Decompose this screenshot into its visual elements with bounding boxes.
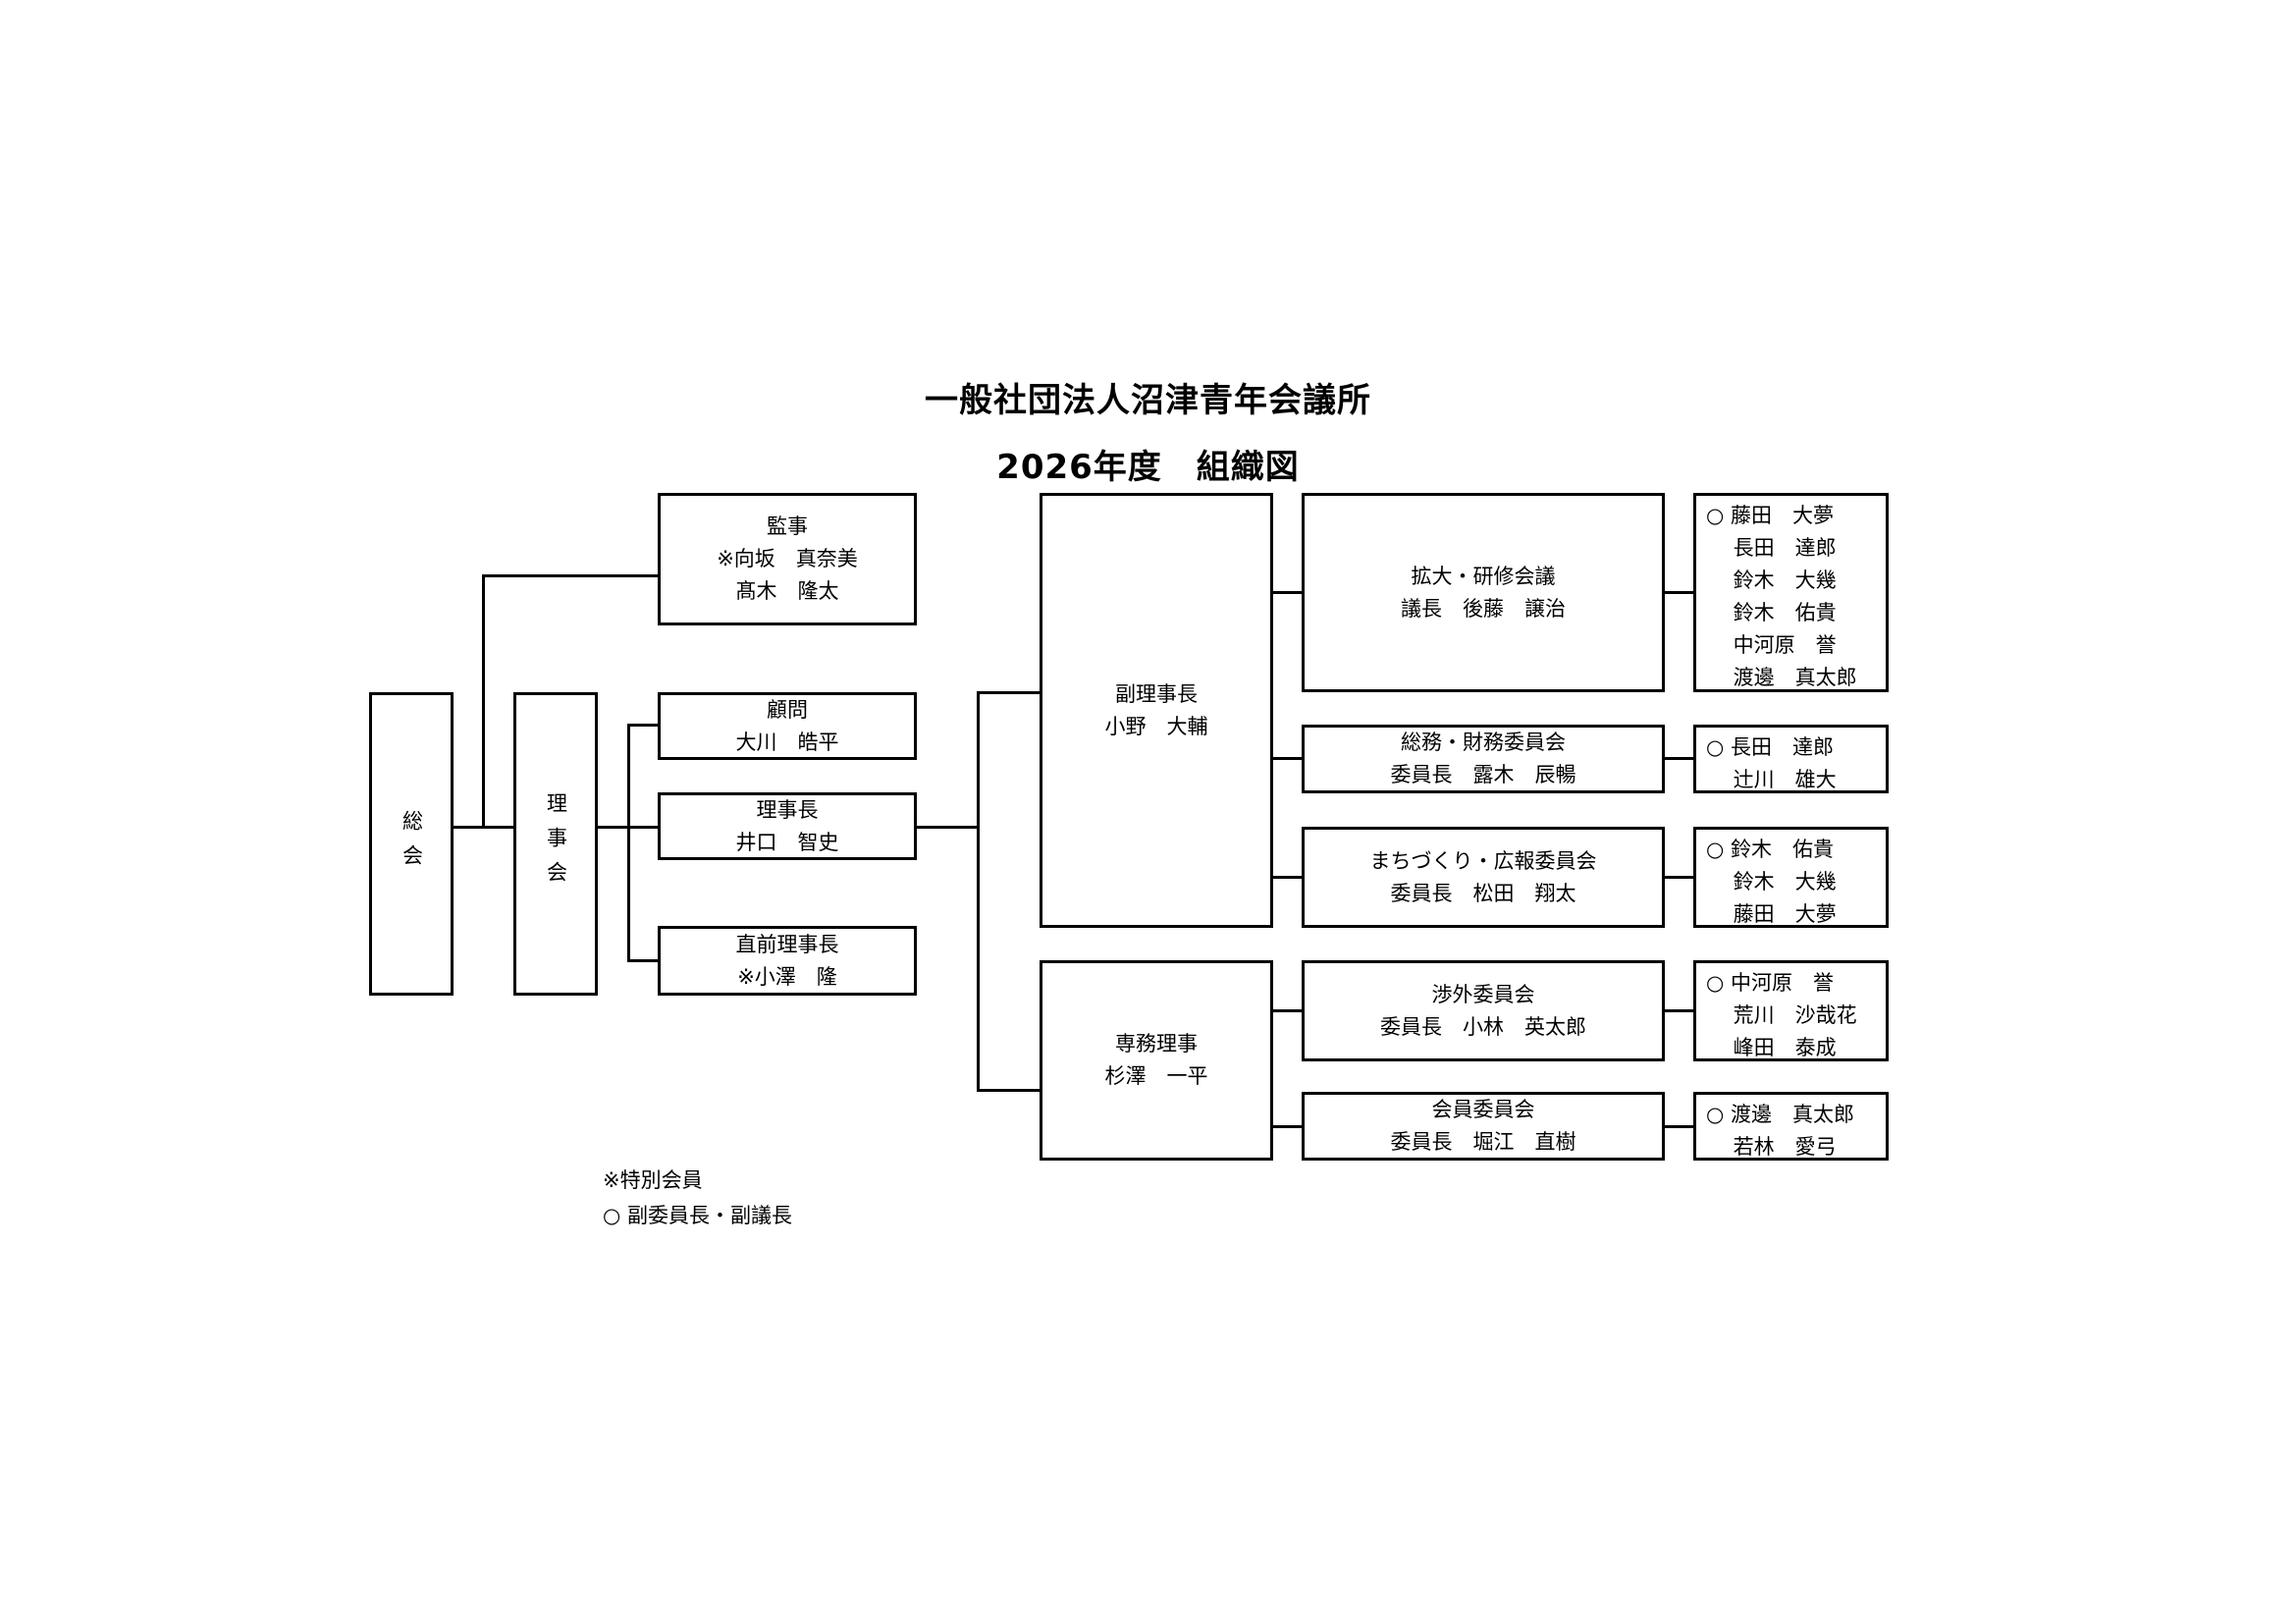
footnote-vice-chair: ○ 副委員長・副議長 (603, 1204, 792, 1227)
document-subtitle: 2026年度 組織図 (996, 448, 1300, 487)
connector (1664, 757, 1694, 760)
connector (627, 724, 630, 962)
member: 藤田 大夢 (1706, 902, 1837, 926)
connector (1664, 876, 1694, 879)
general-assembly-box: 総会 (369, 692, 454, 996)
president-role: 理事長 (756, 797, 819, 822)
committee-members-box: ○ 渡邊 真太郎 若林 愛弓 (1693, 1092, 1889, 1161)
connector (1664, 1125, 1694, 1128)
vice-president-name: 小野 大輔 (1104, 714, 1208, 738)
committee-chair: 議長 後藤 譲治 (1401, 596, 1566, 621)
board-box: 理事会 (513, 692, 598, 996)
member: 渡邊 真太郎 (1706, 666, 1857, 689)
committee-members-box: ○ 中河原 誉 荒川 沙哉花 峰田 泰成 (1693, 960, 1889, 1061)
member: 辻川 雄大 (1706, 768, 1837, 791)
member: ○ 中河原 誉 (1706, 971, 1834, 995)
committee-name: 渉外委員会 (1431, 982, 1535, 1006)
member: ○ 長田 達郎 (1706, 735, 1834, 759)
executive-director-name: 杉澤 一平 (1104, 1064, 1208, 1088)
connector (627, 724, 659, 727)
connector (482, 574, 485, 828)
member: 鈴木 大幾 (1706, 568, 1837, 592)
committee-chair: 委員長 堀江 直樹 (1390, 1130, 1576, 1154)
auditor-box: 監事 ※向坂 真奈美 髙木 隆太 (658, 493, 917, 625)
committee-chair: 委員長 松田 翔太 (1390, 881, 1576, 905)
member: ○ 鈴木 佑貴 (1706, 838, 1834, 861)
connector (1272, 1125, 1303, 1128)
committee-box: まちづくり・広報委員会 委員長 松田 翔太 (1302, 827, 1665, 928)
connector (1664, 1009, 1694, 1012)
connector (627, 959, 659, 962)
general-assembly-label: 総会 (400, 809, 424, 879)
past-president-role: 直前理事長 (735, 932, 839, 956)
committee-box: 会員委員会 委員長 堀江 直樹 (1302, 1092, 1665, 1161)
auditor-role: 監事 (767, 514, 808, 538)
member: 中河原 誉 (1706, 633, 1837, 657)
committee-box: 渉外委員会 委員長 小林 英太郎 (1302, 960, 1665, 1061)
advisor-name: 大川 皓平 (735, 730, 839, 754)
vice-president-role: 副理事長 (1115, 681, 1198, 706)
president-name: 井口 智史 (735, 830, 839, 854)
committee-chair: 委員長 小林 英太郎 (1380, 1014, 1586, 1039)
auditor-member: 髙木 隆太 (735, 579, 839, 603)
committee-name: 総務・財務委員会 (1401, 731, 1566, 754)
member: ○ 藤田 大夢 (1706, 504, 1834, 527)
committee-name: 会員委員会 (1431, 1098, 1535, 1121)
advisor-role: 顧問 (767, 697, 808, 722)
committee-name: 拡大・研修会議 (1411, 564, 1556, 588)
member: 若林 愛弓 (1706, 1135, 1837, 1159)
member: 荒川 沙哉花 (1706, 1003, 1857, 1027)
executive-director-role: 専務理事 (1115, 1032, 1198, 1056)
committee-members-box: ○ 長田 達郎 辻川 雄大 (1693, 725, 1889, 793)
connector (1664, 591, 1694, 594)
connector (977, 691, 1041, 694)
advisor-box: 顧問 大川 皓平 (658, 692, 917, 760)
connector (916, 826, 979, 829)
past-president-name: ※小澤 隆 (737, 964, 837, 989)
connector (977, 1089, 1041, 1092)
executive-director-box: 専務理事 杉澤 一平 (1040, 960, 1273, 1161)
member: 鈴木 大幾 (1706, 870, 1837, 893)
connector (1272, 591, 1303, 594)
president-box: 理事長 井口 智史 (658, 792, 917, 860)
past-president-box: 直前理事長 ※小澤 隆 (658, 926, 917, 996)
member: 長田 達郎 (1706, 536, 1837, 560)
vice-president-box: 副理事長 小野 大輔 (1040, 493, 1273, 928)
committee-name: まちづくり・広報委員会 (1369, 848, 1597, 873)
document-title: 一般社団法人沼津青年会議所 (925, 381, 1371, 420)
connector (1272, 1009, 1303, 1012)
member: 峰田 泰成 (1706, 1036, 1837, 1059)
committee-box: 拡大・研修会議 議長 後藤 譲治 (1302, 493, 1665, 692)
committee-members-box: ○ 鈴木 佑貴 鈴木 大幾 藤田 大夢 (1693, 827, 1889, 928)
board-label: 理事会 (544, 792, 568, 895)
member: ○ 渡邊 真太郎 (1706, 1103, 1854, 1126)
member: 鈴木 佑貴 (1706, 601, 1837, 624)
footnote-special-member: ※特別会員 (603, 1168, 703, 1192)
committee-members-box: ○ 藤田 大夢 長田 達郎 鈴木 大幾 鈴木 佑貴 中河原 誉 渡邊 真太郎 (1693, 493, 1889, 692)
committee-box: 総務・財務委員会 委員長 露木 辰暢 (1302, 725, 1665, 793)
connector (482, 574, 659, 577)
connector (1272, 876, 1303, 879)
auditor-member: ※向坂 真奈美 (717, 547, 858, 570)
committee-chair: 委員長 露木 辰暢 (1390, 763, 1576, 786)
connector (1272, 757, 1303, 760)
connector (977, 691, 980, 1092)
